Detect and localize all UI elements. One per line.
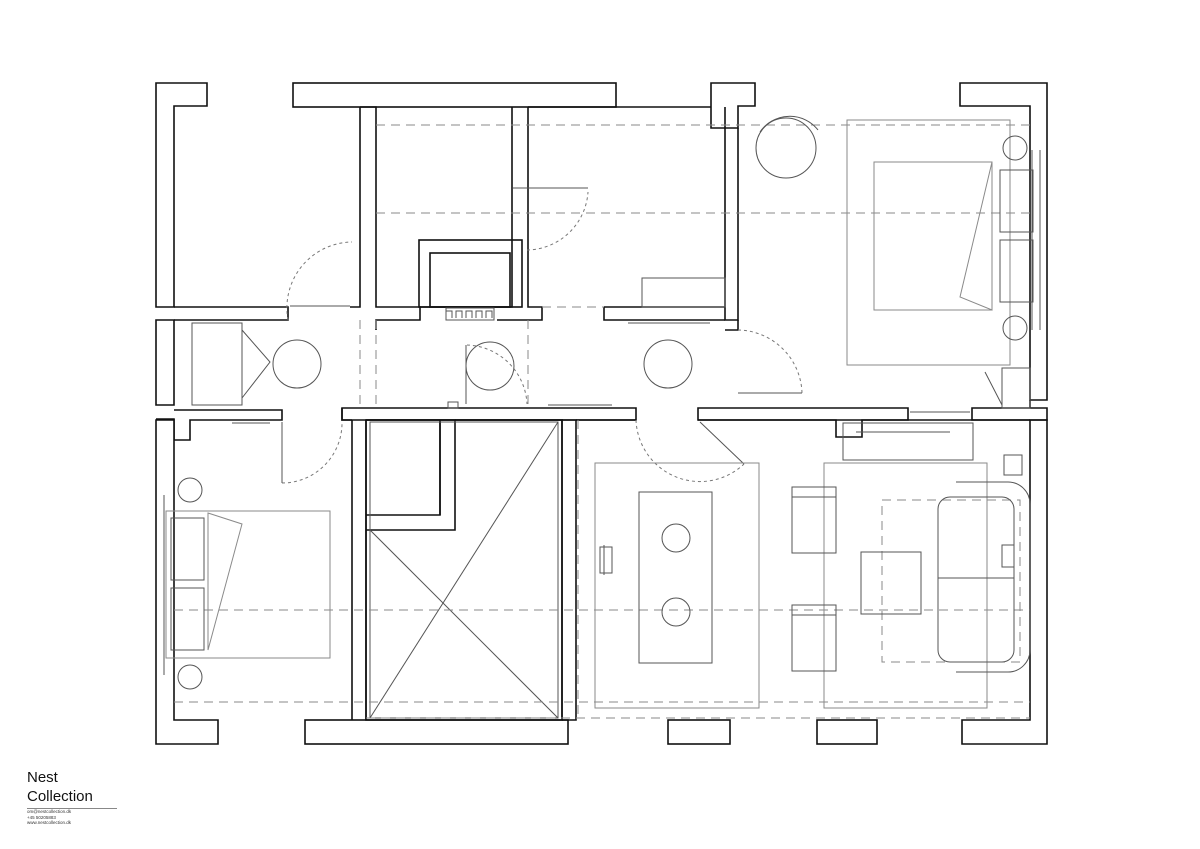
second-bedroom-furniture — [163, 477, 331, 690]
hall-furniture — [191, 277, 726, 409]
brand-block: Nest Collection om@nestcollection.dk +45… — [27, 768, 122, 826]
brand-email[interactable]: om@nestcollection.dk — [27, 809, 72, 814]
brand-website[interactable]: www.nestcollection.dk — [27, 820, 72, 826]
interior-walls — [174, 106, 1048, 721]
brand-phone: +45 50205883 — [27, 814, 56, 820]
brand-name-line2: Collection — [27, 788, 93, 805]
master-bedroom-furniture — [755, 115, 1041, 409]
brand-divider — [27, 808, 117, 809]
living-room-furniture — [791, 422, 1031, 709]
exterior-walls — [155, 82, 1048, 745]
doors — [232, 187, 970, 484]
dining-furniture — [594, 462, 760, 709]
brand-name-line1: Nest — [27, 769, 58, 786]
dashed-guides — [174, 124, 1030, 720]
fireplace-grille — [445, 310, 493, 318]
storage-room-cross — [369, 421, 559, 719]
